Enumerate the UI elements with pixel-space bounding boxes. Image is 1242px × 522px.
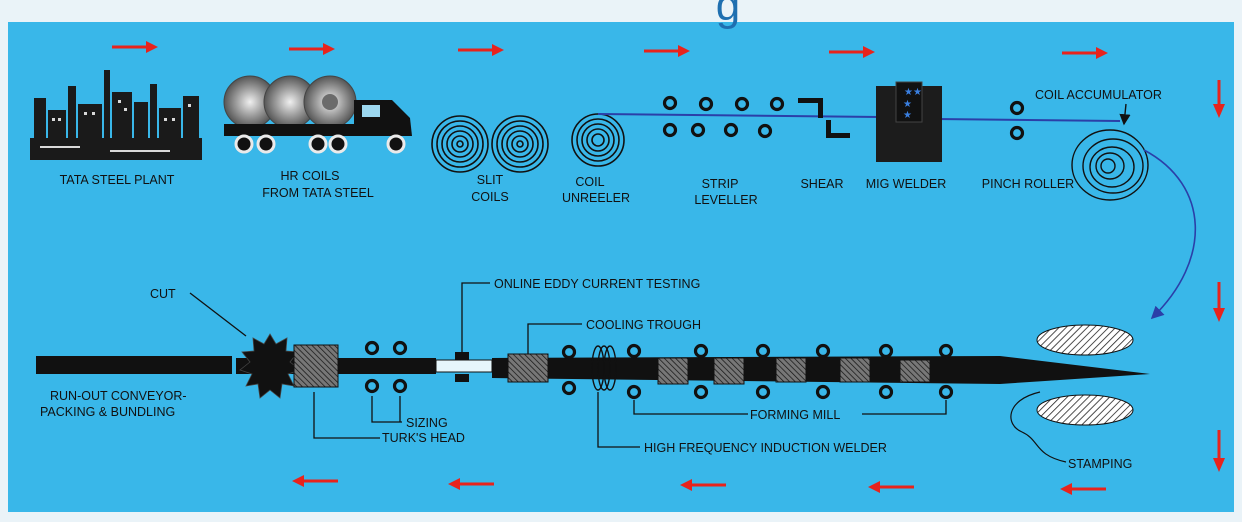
label-slit-coils-1: SLIT xyxy=(477,173,504,187)
label-hr-coils-2: FROM TATA STEEL xyxy=(262,186,374,200)
accumulator-pointer xyxy=(1119,103,1131,126)
strip-line-top xyxy=(597,113,881,118)
welder-rollers xyxy=(561,344,577,396)
sizing-rollers xyxy=(364,340,408,394)
forming-mill xyxy=(626,343,954,400)
label-slit-coils-2: COILS xyxy=(471,190,509,204)
shear-icon xyxy=(798,98,850,138)
cooling-trough-icon xyxy=(507,353,549,383)
mig-welder-icon: ★★ ★ ★ xyxy=(876,81,942,162)
coil-accumulator-icon xyxy=(1071,129,1149,201)
label-cut: CUT xyxy=(150,287,176,301)
svg-text:★: ★ xyxy=(903,99,912,110)
label-cooling-trough: COOLING TROUGH xyxy=(586,318,701,332)
label-tata-steel-plant: TATA STEEL PLANT xyxy=(60,173,175,187)
hf-welder-pointer xyxy=(597,392,640,448)
svg-text:★: ★ xyxy=(903,110,912,121)
label-mig-welder: MIG WELDER xyxy=(866,177,947,191)
label-strip-leveller-2: LEVELLER xyxy=(694,193,757,207)
label-strip-leveller-1: STRIP xyxy=(702,177,739,191)
label-pinch-roller: PINCH ROLLER xyxy=(982,177,1074,191)
flow-arrows-top xyxy=(112,41,1108,59)
truck-illustration xyxy=(223,75,412,154)
label-forming-mill: FORMING MILL xyxy=(750,408,840,422)
label-coil-accumulator: COIL ACCUMULATOR xyxy=(1035,88,1162,102)
label-hf-welder: HIGH FREQUENCY INDUCTION WELDER xyxy=(644,441,887,455)
diagram-panel xyxy=(8,22,1234,512)
turks-head-bracket xyxy=(313,392,380,439)
header-fragment: g xyxy=(716,0,740,30)
flow-arrows-bottom xyxy=(292,475,1106,495)
forming-mill-bracket xyxy=(633,400,947,415)
strip-line-top-2 xyxy=(935,118,1121,122)
induction-welder-icon xyxy=(591,345,617,391)
label-online-eddy: ONLINE EDDY CURRENT TESTING xyxy=(494,277,700,291)
accumulator-feed-line xyxy=(1143,149,1197,320)
label-hr-coils-1: HR COILS xyxy=(280,169,339,183)
label-run-out-1: RUN-OUT CONVEYOR- xyxy=(50,389,187,403)
cooling-pointer xyxy=(527,323,582,354)
label-run-out-2: PACKING & BUNDLING xyxy=(40,405,175,419)
steel-plant-illustration xyxy=(30,70,202,160)
label-sizing: SIZING xyxy=(406,416,448,430)
label-coil-unreeler-2: UNREELER xyxy=(562,191,630,205)
eddy-current-tester xyxy=(455,352,469,382)
svg-text:★★: ★★ xyxy=(904,87,922,98)
sizing-bracket xyxy=(371,396,402,423)
label-coil-unreeler-1: COIL xyxy=(575,175,604,189)
stamping-pointer xyxy=(1010,391,1067,463)
flow-arrows-down xyxy=(1213,80,1225,472)
strip-leveller-rollers xyxy=(662,95,785,139)
slit-coils-icon xyxy=(431,115,549,173)
label-shear: SHEAR xyxy=(800,177,843,191)
cut-pointer xyxy=(189,292,247,337)
label-stamping: STAMPING xyxy=(1068,457,1132,471)
turks-head-icon xyxy=(293,344,339,388)
label-turks-head: TURK'S HEAD xyxy=(382,431,465,445)
pinch-roller-icon xyxy=(1009,100,1025,141)
eddy-pointer xyxy=(461,282,490,352)
stamping-dies xyxy=(1036,324,1134,426)
coil-unreeler-icon xyxy=(571,113,625,167)
